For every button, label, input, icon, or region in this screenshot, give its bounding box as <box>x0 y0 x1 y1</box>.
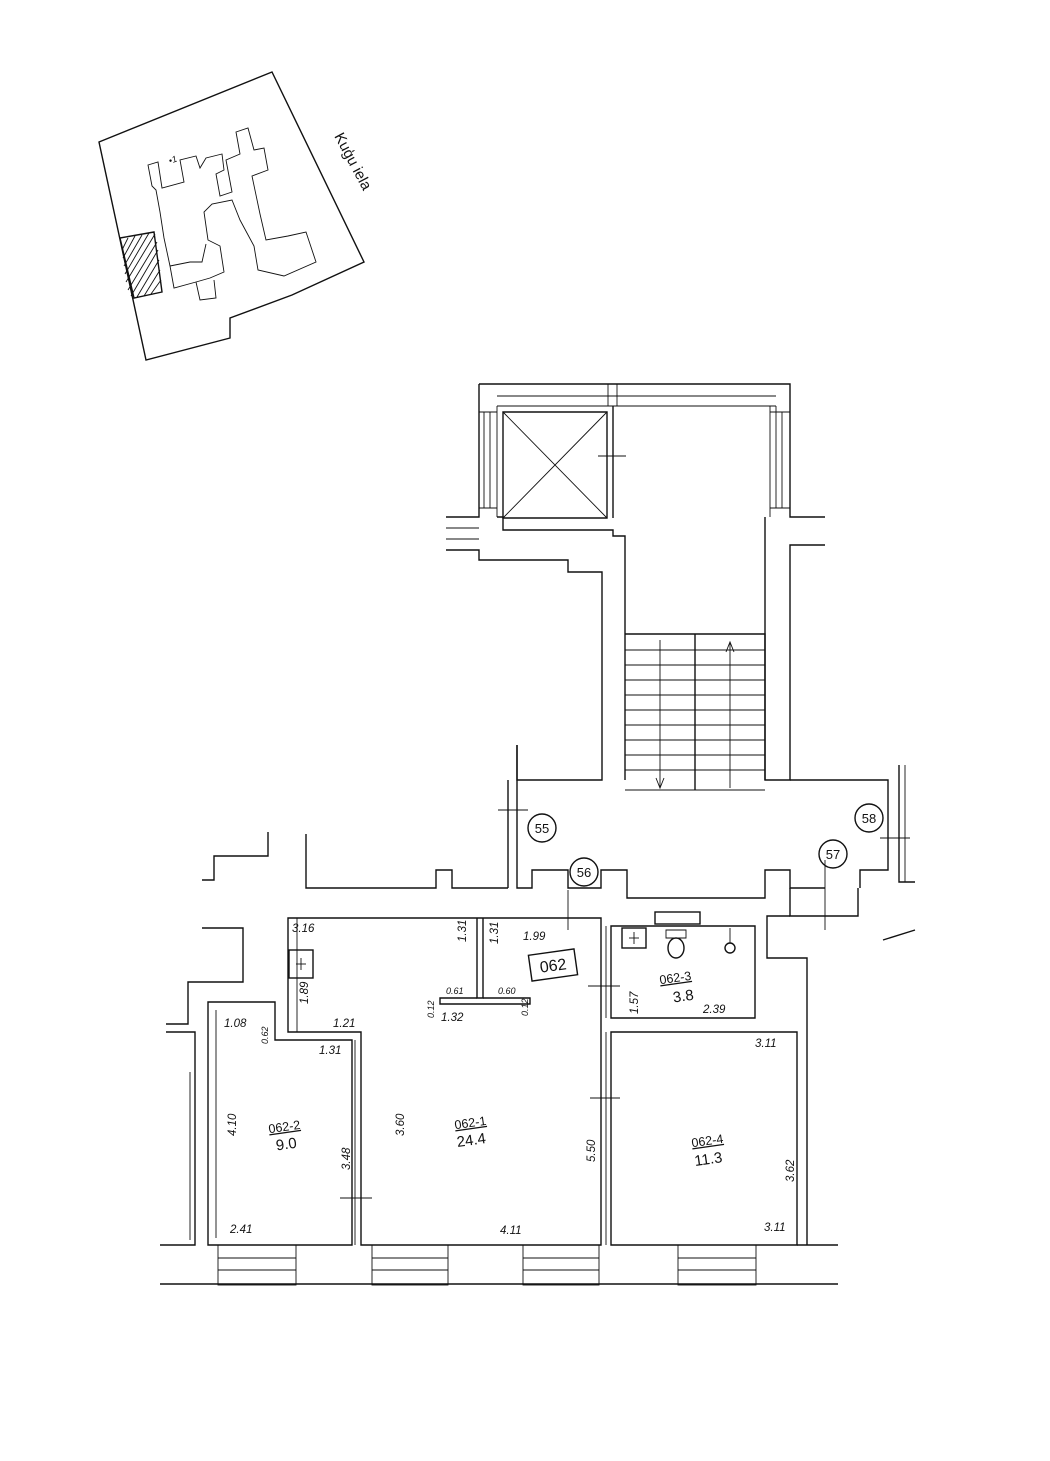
dim-label: 3.62 <box>785 1159 797 1182</box>
dim-label: 2.41 <box>229 1224 252 1236</box>
dim-label: 1.31 <box>489 922 501 944</box>
room-id-062-2: 062-2 <box>268 1118 302 1136</box>
dim-label: 3.48 <box>341 1147 353 1170</box>
room-id-062-4: 062-4 <box>691 1132 725 1150</box>
circle-markers: 55 56 57 58 <box>527 803 884 887</box>
windows <box>217 1244 757 1286</box>
unit-number-box: 062 <box>527 948 579 982</box>
staircase <box>625 633 766 791</box>
landing <box>498 745 915 930</box>
dim-label: 1.32 <box>441 1012 464 1024</box>
neighbor-walls <box>160 832 916 1285</box>
dim-label: 1.21 <box>333 1018 355 1030</box>
room-area-062-3: 3.8 <box>672 987 695 1007</box>
dim-label: 1.31 <box>319 1045 341 1057</box>
room-area-062-1: 24.4 <box>456 1130 487 1151</box>
dim-label: 1.99 <box>523 931 546 943</box>
dim-label: 2.39 <box>702 1004 726 1016</box>
stairwell <box>446 383 825 791</box>
dim-label: 0.12 <box>426 1000 436 1018</box>
dim-label: 0.62 <box>260 1026 270 1044</box>
apartment-062: 062 062-1 24.4 062-2 9.0 062-3 3.8 062-4… <box>207 890 838 1286</box>
street-label: Kuģu iela <box>330 130 375 194</box>
dim-label: 3.16 <box>292 923 315 935</box>
dim-label: 0.12 <box>520 998 530 1016</box>
dim-label: 4.11 <box>500 1225 522 1237</box>
dim-label: 1.57 <box>629 991 641 1014</box>
site-plan: •1 Kuģu iela <box>98 71 375 361</box>
room-area-062-2: 9.0 <box>275 1135 298 1155</box>
dim-label: 0.61 <box>446 986 464 996</box>
circle-label-56: 56 <box>577 865 591 880</box>
room-id-062-1: 062-1 <box>454 1114 488 1132</box>
dim-label: 3.11 <box>764 1222 786 1234</box>
dim-label: 1.89 <box>299 981 311 1004</box>
dim-label: 0.60 <box>498 986 516 996</box>
room-id-062-3: 062-3 <box>659 969 693 987</box>
unit-number: 062 <box>539 956 568 977</box>
circle-label-57: 57 <box>826 847 840 862</box>
dim-label: 5.50 <box>586 1139 598 1162</box>
site-marker: •1 <box>167 154 178 166</box>
room-area-062-4: 11.3 <box>693 1149 723 1170</box>
circle-label-55: 55 <box>535 821 549 836</box>
dim-label: 1.08 <box>224 1018 247 1030</box>
dim-label: 3.60 <box>395 1113 407 1136</box>
dim-label: 1.31 <box>457 920 469 942</box>
circle-label-58: 58 <box>862 811 876 826</box>
dim-label: 3.11 <box>755 1038 777 1050</box>
dim-label: 4.10 <box>227 1113 239 1136</box>
highlighted-building <box>119 231 163 299</box>
